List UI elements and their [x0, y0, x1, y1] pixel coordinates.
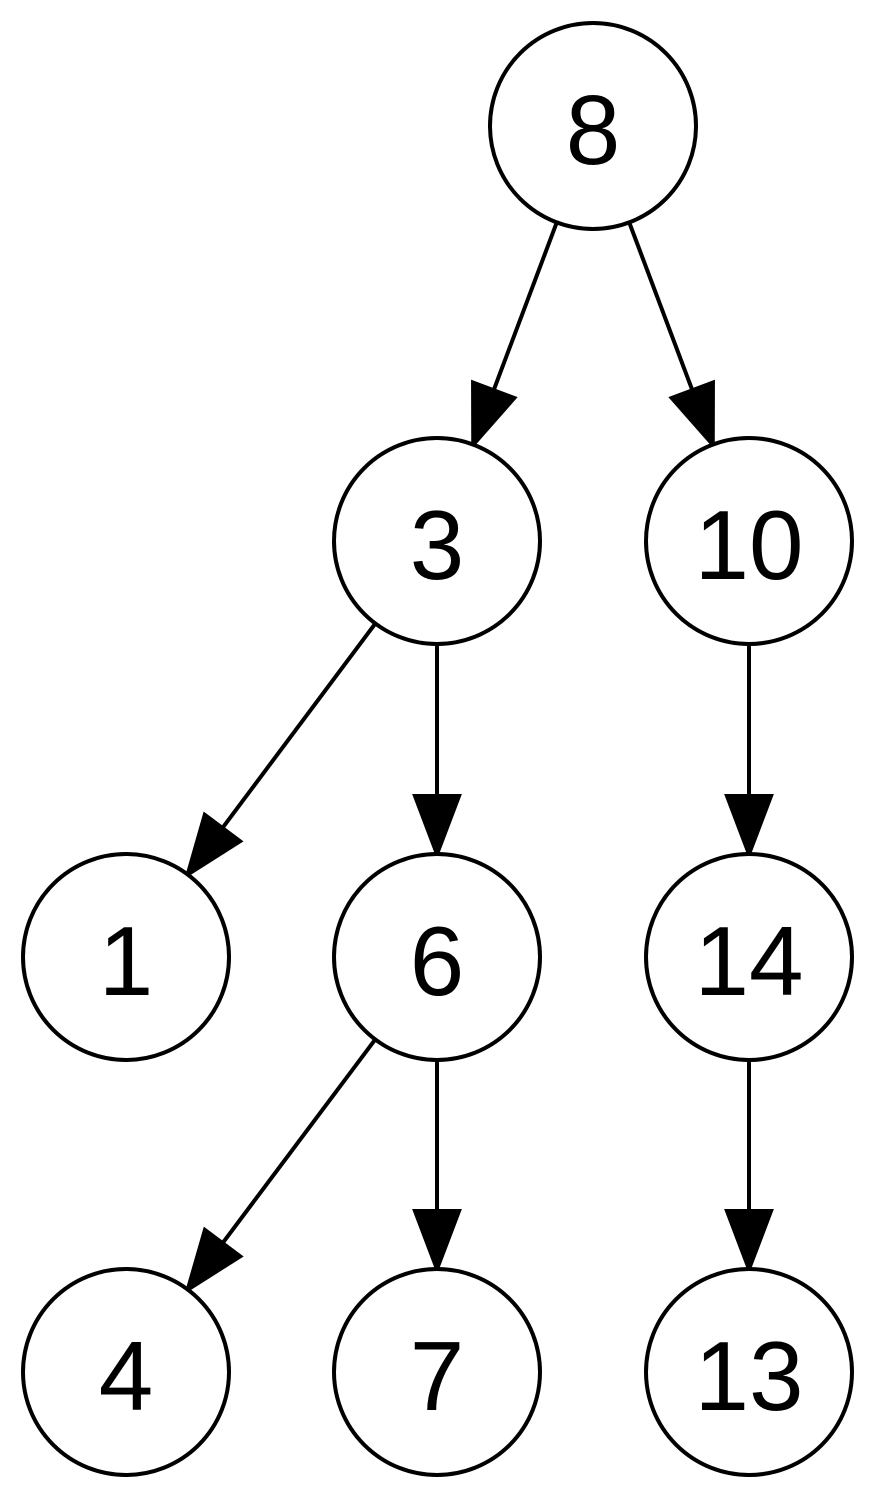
edge-8-to-10 [627, 221, 715, 450]
node-4: 4 [21, 1267, 231, 1477]
node-6-label: 6 [410, 906, 465, 1016]
node-14: 14 [644, 852, 854, 1062]
arrowhead-icon [668, 379, 715, 450]
node-14-label: 14 [694, 906, 803, 1016]
node-7-label: 7 [410, 1321, 465, 1431]
edge-14-to-13 [724, 1060, 774, 1275]
node-13-label: 13 [694, 1321, 803, 1431]
edges-layer [184, 221, 774, 1295]
node-7: 7 [332, 1267, 542, 1477]
edge-6-to-7 [412, 1060, 462, 1275]
node-8-circle [488, 21, 698, 231]
node-1-label: 1 [99, 906, 154, 1016]
arrowhead-icon [724, 1209, 774, 1275]
node-6: 6 [332, 852, 542, 1062]
node-3-circle [332, 436, 542, 646]
node-1: 1 [21, 852, 231, 1062]
node-4-label: 4 [99, 1321, 154, 1431]
node-4-circle [21, 1267, 231, 1477]
nodes-layer: 8 3 10 1 6 14 4 7 [21, 21, 854, 1477]
arrowhead-icon [412, 794, 462, 860]
arrowhead-icon [724, 794, 774, 860]
node-6-circle [332, 852, 542, 1062]
edge-10-to-14 [724, 644, 774, 860]
node-13-circle [644, 1267, 854, 1477]
edge-line [491, 221, 559, 391]
node-8-label: 8 [566, 75, 621, 185]
node-7-circle [332, 1267, 542, 1477]
node-3: 3 [332, 436, 542, 646]
edge-line [220, 622, 377, 830]
edge-line [627, 221, 695, 391]
node-3-label: 3 [410, 490, 465, 600]
node-1-circle [21, 852, 231, 1062]
node-13: 13 [644, 1267, 854, 1477]
arrowhead-icon [412, 1209, 462, 1275]
node-10: 10 [644, 436, 854, 646]
node-8: 8 [488, 21, 698, 231]
node-14-circle [644, 852, 854, 1062]
edge-6-to-4 [184, 1038, 377, 1295]
node-10-circle [644, 436, 854, 646]
node-10-label: 10 [694, 490, 803, 600]
edge-3-to-6 [412, 644, 462, 860]
arrowhead-icon [184, 811, 244, 880]
edge-3-to-1 [184, 622, 377, 880]
edge-line [220, 1038, 377, 1245]
arrowhead-icon [184, 1226, 244, 1295]
arrowhead-icon [471, 379, 518, 450]
edge-8-to-3 [471, 221, 559, 450]
